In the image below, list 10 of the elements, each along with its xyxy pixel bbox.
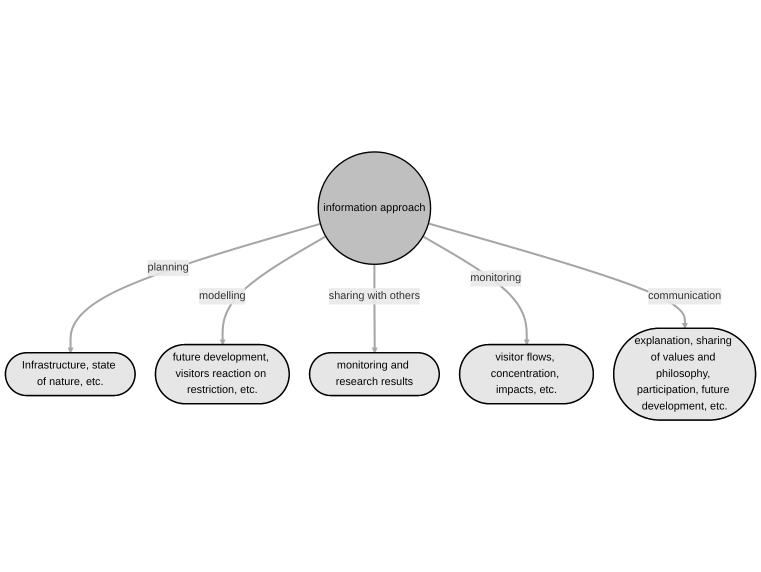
node-circle: information approach	[318, 151, 432, 266]
arrow	[220, 235, 326, 346]
edge-label: sharing with others	[328, 290, 420, 302]
edge-label: communication	[648, 290, 722, 302]
edge-label: monitoring	[470, 272, 522, 284]
edge-label: planning	[148, 262, 189, 274]
arrow	[422, 235, 530, 346]
arrow	[68, 222, 321, 354]
arrow	[428, 222, 688, 329]
edge-label: modelling	[199, 290, 246, 302]
